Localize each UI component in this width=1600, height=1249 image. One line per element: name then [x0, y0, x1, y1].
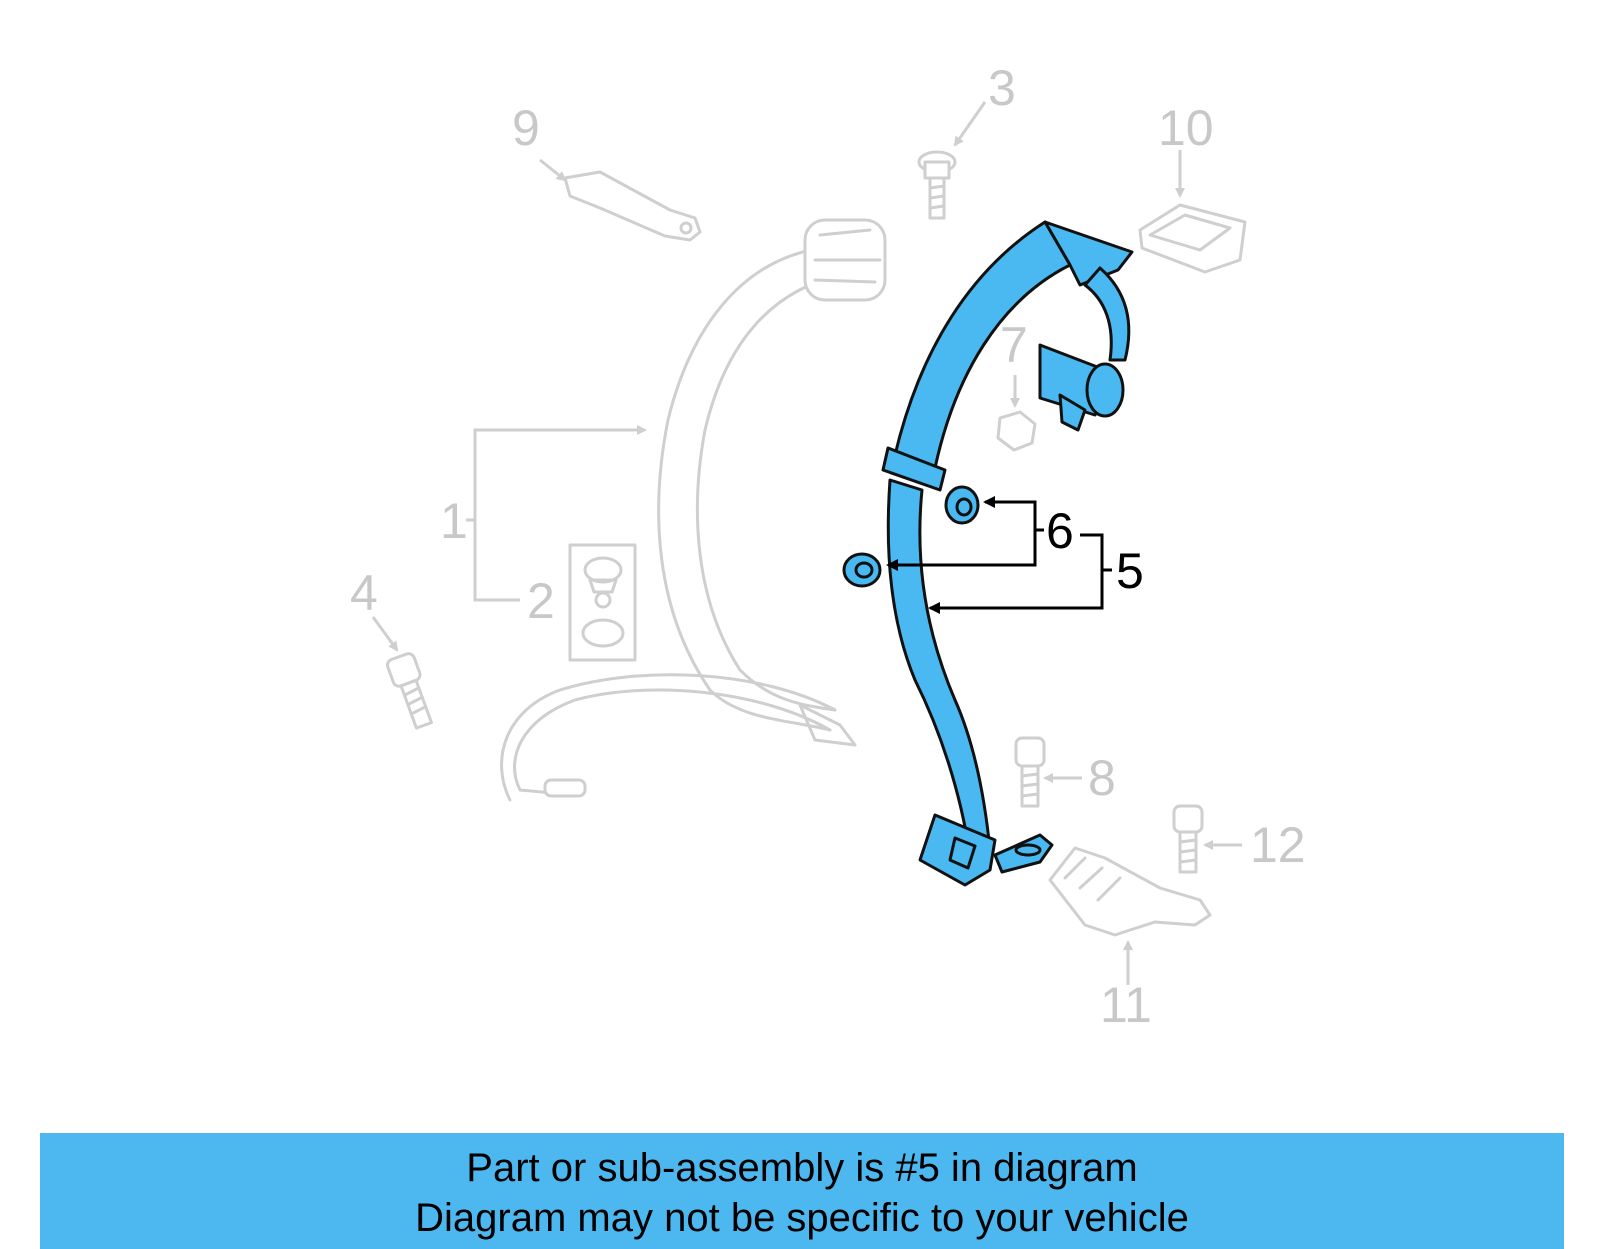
label-1: 1 — [440, 493, 468, 549]
bracket-1-2 — [466, 425, 647, 602]
label-8: 8 — [1088, 750, 1116, 806]
part-3-bolt — [917, 101, 987, 220]
label-2: 2 — [527, 573, 555, 629]
label-11: 11 — [1100, 977, 1152, 1033]
label-7: 7 — [1000, 317, 1028, 373]
banner-line-1: Part or sub-assembly is #5 in diagram — [466, 1146, 1138, 1190]
label-5: 5 — [1116, 543, 1144, 599]
part-5-rear-seat-belt — [881, 220, 1134, 887]
part-12-bolt — [1172, 804, 1242, 874]
label-9: 9 — [512, 100, 540, 156]
part-4-bolt — [371, 616, 433, 730]
label-4: 4 — [350, 565, 378, 621]
part-6-clips — [842, 485, 980, 588]
banner-line-2: Diagram may not be specific to your vehi… — [415, 1196, 1189, 1240]
label-3: 3 — [988, 60, 1016, 116]
label-6: 6 — [1046, 503, 1074, 559]
part-2-bracket-kit — [568, 543, 637, 662]
info-banner: Part or sub-assembly is #5 in diagram Di… — [40, 1133, 1564, 1249]
part-10-cover — [1138, 150, 1247, 274]
label-12: 12 — [1250, 817, 1306, 873]
part-9-bracket — [539, 158, 702, 242]
part-8-bolt — [1014, 736, 1082, 808]
bracket-5-6 — [886, 496, 1112, 614]
label-10: 10 — [1158, 100, 1214, 156]
part-7-nut — [996, 375, 1037, 452]
part-11-clip — [1048, 846, 1212, 985]
part-1-seat-belt — [500, 218, 887, 802]
